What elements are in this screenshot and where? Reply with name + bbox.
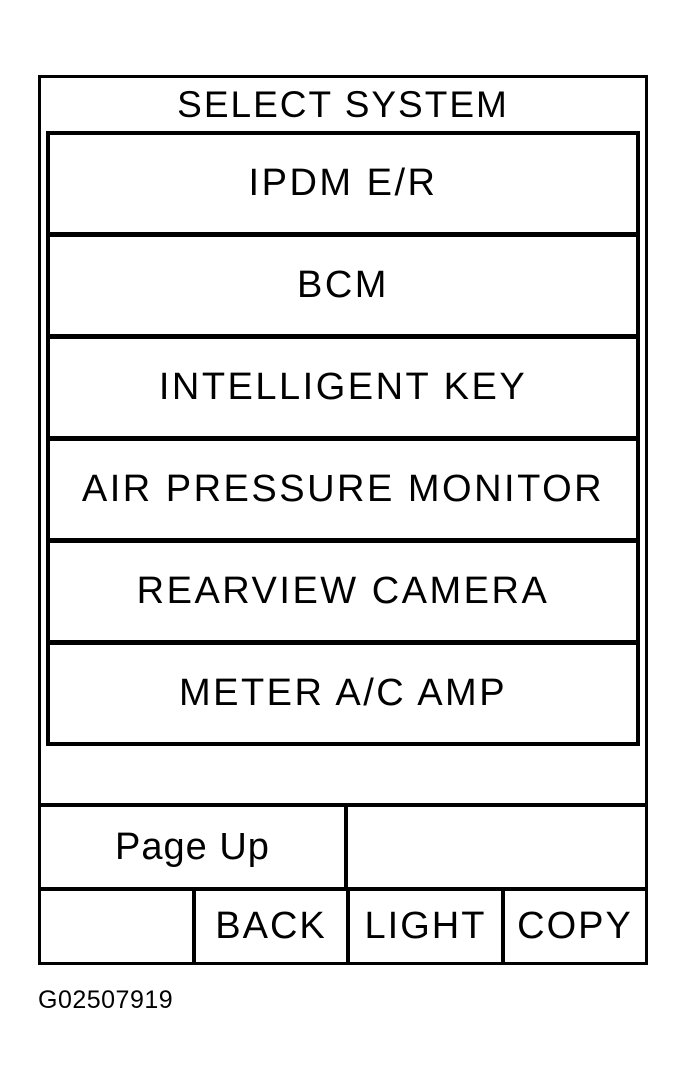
select-system-screen: SELECT SYSTEM IPDM E/R BCM INTELLIGENT K…: [38, 75, 648, 965]
light-button[interactable]: LIGHT: [350, 891, 505, 962]
pager-row: Page Up: [41, 803, 645, 887]
empty-area: [41, 746, 645, 803]
screen-title: SELECT SYSTEM: [177, 83, 509, 125]
system-button-list: IPDM E/R BCM INTELLIGENT KEY AIR PRESSUR…: [46, 131, 640, 746]
system-button-intelligent-key[interactable]: INTELLIGENT KEY: [50, 339, 636, 441]
system-button-rearview-camera[interactable]: REARVIEW CAMERA: [50, 543, 636, 645]
system-button-ipdm-er[interactable]: IPDM E/R: [50, 135, 636, 237]
back-button[interactable]: BACK: [196, 891, 350, 962]
system-button-air-pressure-monitor[interactable]: AIR PRESSURE MONITOR: [50, 441, 636, 543]
figure-id-caption: G02507919: [38, 986, 174, 1014]
copy-button[interactable]: COPY: [517, 905, 633, 947]
system-button-bcm[interactable]: BCM: [50, 237, 636, 339]
pager-empty-cell: [348, 807, 645, 887]
system-button-meter-ac-amp[interactable]: METER A/C AMP: [50, 645, 636, 742]
softkey-row: BACK LIGHT COPY: [41, 887, 645, 962]
page-up-button[interactable]: Page Up: [41, 807, 348, 887]
softkey-blank-cell: [41, 891, 196, 962]
